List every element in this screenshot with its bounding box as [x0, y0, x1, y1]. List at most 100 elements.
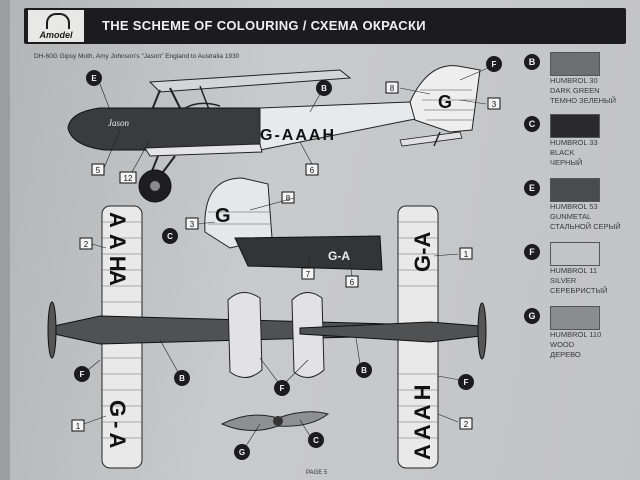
side-registration: G-AAAH [260, 127, 336, 144]
top-view: AAH G-A A [47, 205, 391, 469]
side-rudder [409, 65, 481, 133]
svg-text:F: F [280, 384, 285, 393]
right-tailplane [291, 292, 325, 378]
callout-b: B [356, 362, 372, 378]
swatch-letter: B [524, 54, 540, 70]
tail-detail-ga: G-A [328, 249, 350, 263]
swatch-name-en: GUNMETAL [550, 212, 592, 221]
bottom-wing-ga: G-A [410, 232, 435, 272]
swatch-f: F HUMBROL 11 SILVER СЕРЕБРИСТЫЙ [524, 242, 638, 312]
svg-text:8: 8 [390, 84, 395, 93]
logo-mark-icon [46, 13, 70, 29]
svg-text:F: F [464, 378, 469, 387]
swatch-letter: C [524, 116, 540, 132]
decal-5: 5 [91, 163, 105, 176]
jason-script: Jason [108, 118, 129, 128]
swatch-code: HUMBROL 33 [550, 138, 598, 147]
bottom-wing-aaah: AAAH [410, 380, 435, 460]
top-propeller [47, 301, 57, 359]
decal-3: 3 [487, 97, 501, 110]
swatch-code: HUMBROL 53 [550, 202, 598, 211]
left-tailplane [227, 292, 263, 378]
svg-text:6: 6 [310, 166, 315, 175]
callout-f: F [74, 366, 90, 382]
swatch-chip [550, 114, 600, 138]
callout-f: F [458, 374, 474, 390]
propeller-detail [220, 411, 330, 431]
svg-text:7: 7 [306, 270, 311, 279]
decal-8: 8 [281, 191, 295, 204]
svg-text:1: 1 [76, 422, 81, 431]
side-lower-wing [144, 143, 263, 157]
swatch-code: HUMBROL 110 [550, 330, 602, 339]
decal-1: 1 [71, 419, 85, 432]
svg-text:8: 8 [286, 194, 291, 203]
swatch-name-en: WOOD [550, 340, 575, 349]
swatch-name-ru: ЧЕРНЫЙ [550, 158, 583, 167]
svg-text:2: 2 [84, 240, 89, 249]
swatch-chip [550, 52, 600, 76]
decal-6: 6 [305, 163, 319, 176]
svg-text:1: 1 [464, 250, 469, 259]
logo-text: Amodel [39, 30, 73, 40]
callout-g: G [234, 444, 250, 460]
swatch-code: HUMBROL 11 [550, 266, 598, 275]
callout-b: B [174, 370, 190, 386]
decal-2: 2 [459, 417, 473, 430]
swatch-b: B HUMBROL 30 DARK GREEN ТЕМНО ЗЕЛЕНЫЙ [524, 52, 638, 122]
callout-e: E [86, 70, 102, 86]
swatch-chip [550, 178, 600, 202]
decal-7: 7 [301, 267, 315, 280]
swatch-name-en: SILVER [550, 276, 577, 285]
decal-6: 6 [345, 275, 359, 288]
svg-text:3: 3 [190, 220, 195, 229]
svg-text:5: 5 [96, 166, 101, 175]
decal-3: 3 [185, 217, 199, 230]
svg-text:12: 12 [124, 174, 133, 183]
page-number: PAGE 5 [306, 470, 328, 476]
svg-text:6: 6 [350, 278, 355, 287]
callout-b: B [316, 80, 332, 96]
tail-fin-detail [204, 177, 273, 249]
svg-text:3: 3 [492, 100, 497, 109]
decal-1: 1 [459, 247, 473, 260]
aircraft-subtitle: DH-60G Gipsy Moth, Amy Johnson's "Jason"… [34, 53, 240, 60]
swatch-c: C HUMBROL 33 BLACK ЧЕРНЫЙ [524, 114, 638, 184]
swatch-g: G HUMBROL 110 WOOD ДЕРЕВО [524, 306, 638, 376]
svg-text:C: C [313, 436, 319, 445]
svg-text:B: B [361, 366, 367, 375]
swatch-e: E HUMBROL 53 GUNMETAL СТАЛЬНОЙ СЕРЫЙ [524, 178, 638, 248]
swatch-letter: F [524, 244, 540, 260]
callout-f: F [274, 380, 290, 396]
aircraft-drawings: Jason G-AAAH G G G-A [47, 56, 502, 469]
swatch-name-ru: ДЕРЕВО [550, 350, 581, 359]
swatch-letter: E [524, 180, 540, 196]
bottom-view: G-A AAAH [299, 205, 487, 469]
swatch-chip [550, 306, 600, 330]
svg-text:F: F [80, 370, 85, 379]
decal-12: 12 [119, 171, 137, 184]
svg-text:2: 2 [464, 420, 469, 429]
svg-text:E: E [91, 74, 97, 83]
tail-detail-g: G [215, 205, 231, 227]
cockpit [184, 102, 221, 109]
swatch-name-ru: СТАЛЬНОЙ СЕРЫЙ [550, 222, 621, 231]
page-title: THE SCHEME OF COLOURING / СХЕМА ОКРАСКИ [102, 18, 426, 33]
callout-c: C [308, 432, 324, 448]
side-fuselage-front [67, 107, 261, 151]
decal-8: 8 [385, 81, 399, 94]
swatch-letter: G [524, 308, 540, 324]
brand-logo: Amodel [28, 10, 84, 42]
top-wing-a: A [105, 270, 130, 292]
side-view: Jason G-AAAH G [67, 65, 481, 203]
swatch-name-en: BLACK [550, 148, 575, 157]
top-wing-aah: AAH [105, 212, 130, 278]
tail-fuselage-detail [234, 235, 383, 271]
rudder-g: G [438, 92, 452, 112]
callout-c: C [162, 228, 178, 244]
top-wing-ga: G-A [105, 400, 130, 452]
swatch-code: HUMBROL 30 [550, 76, 598, 85]
swatch-name-ru: ТЕМНО ЗЕЛЕНЫЙ [550, 96, 617, 105]
decal-2: 2 [79, 237, 93, 250]
svg-text:B: B [179, 374, 185, 383]
